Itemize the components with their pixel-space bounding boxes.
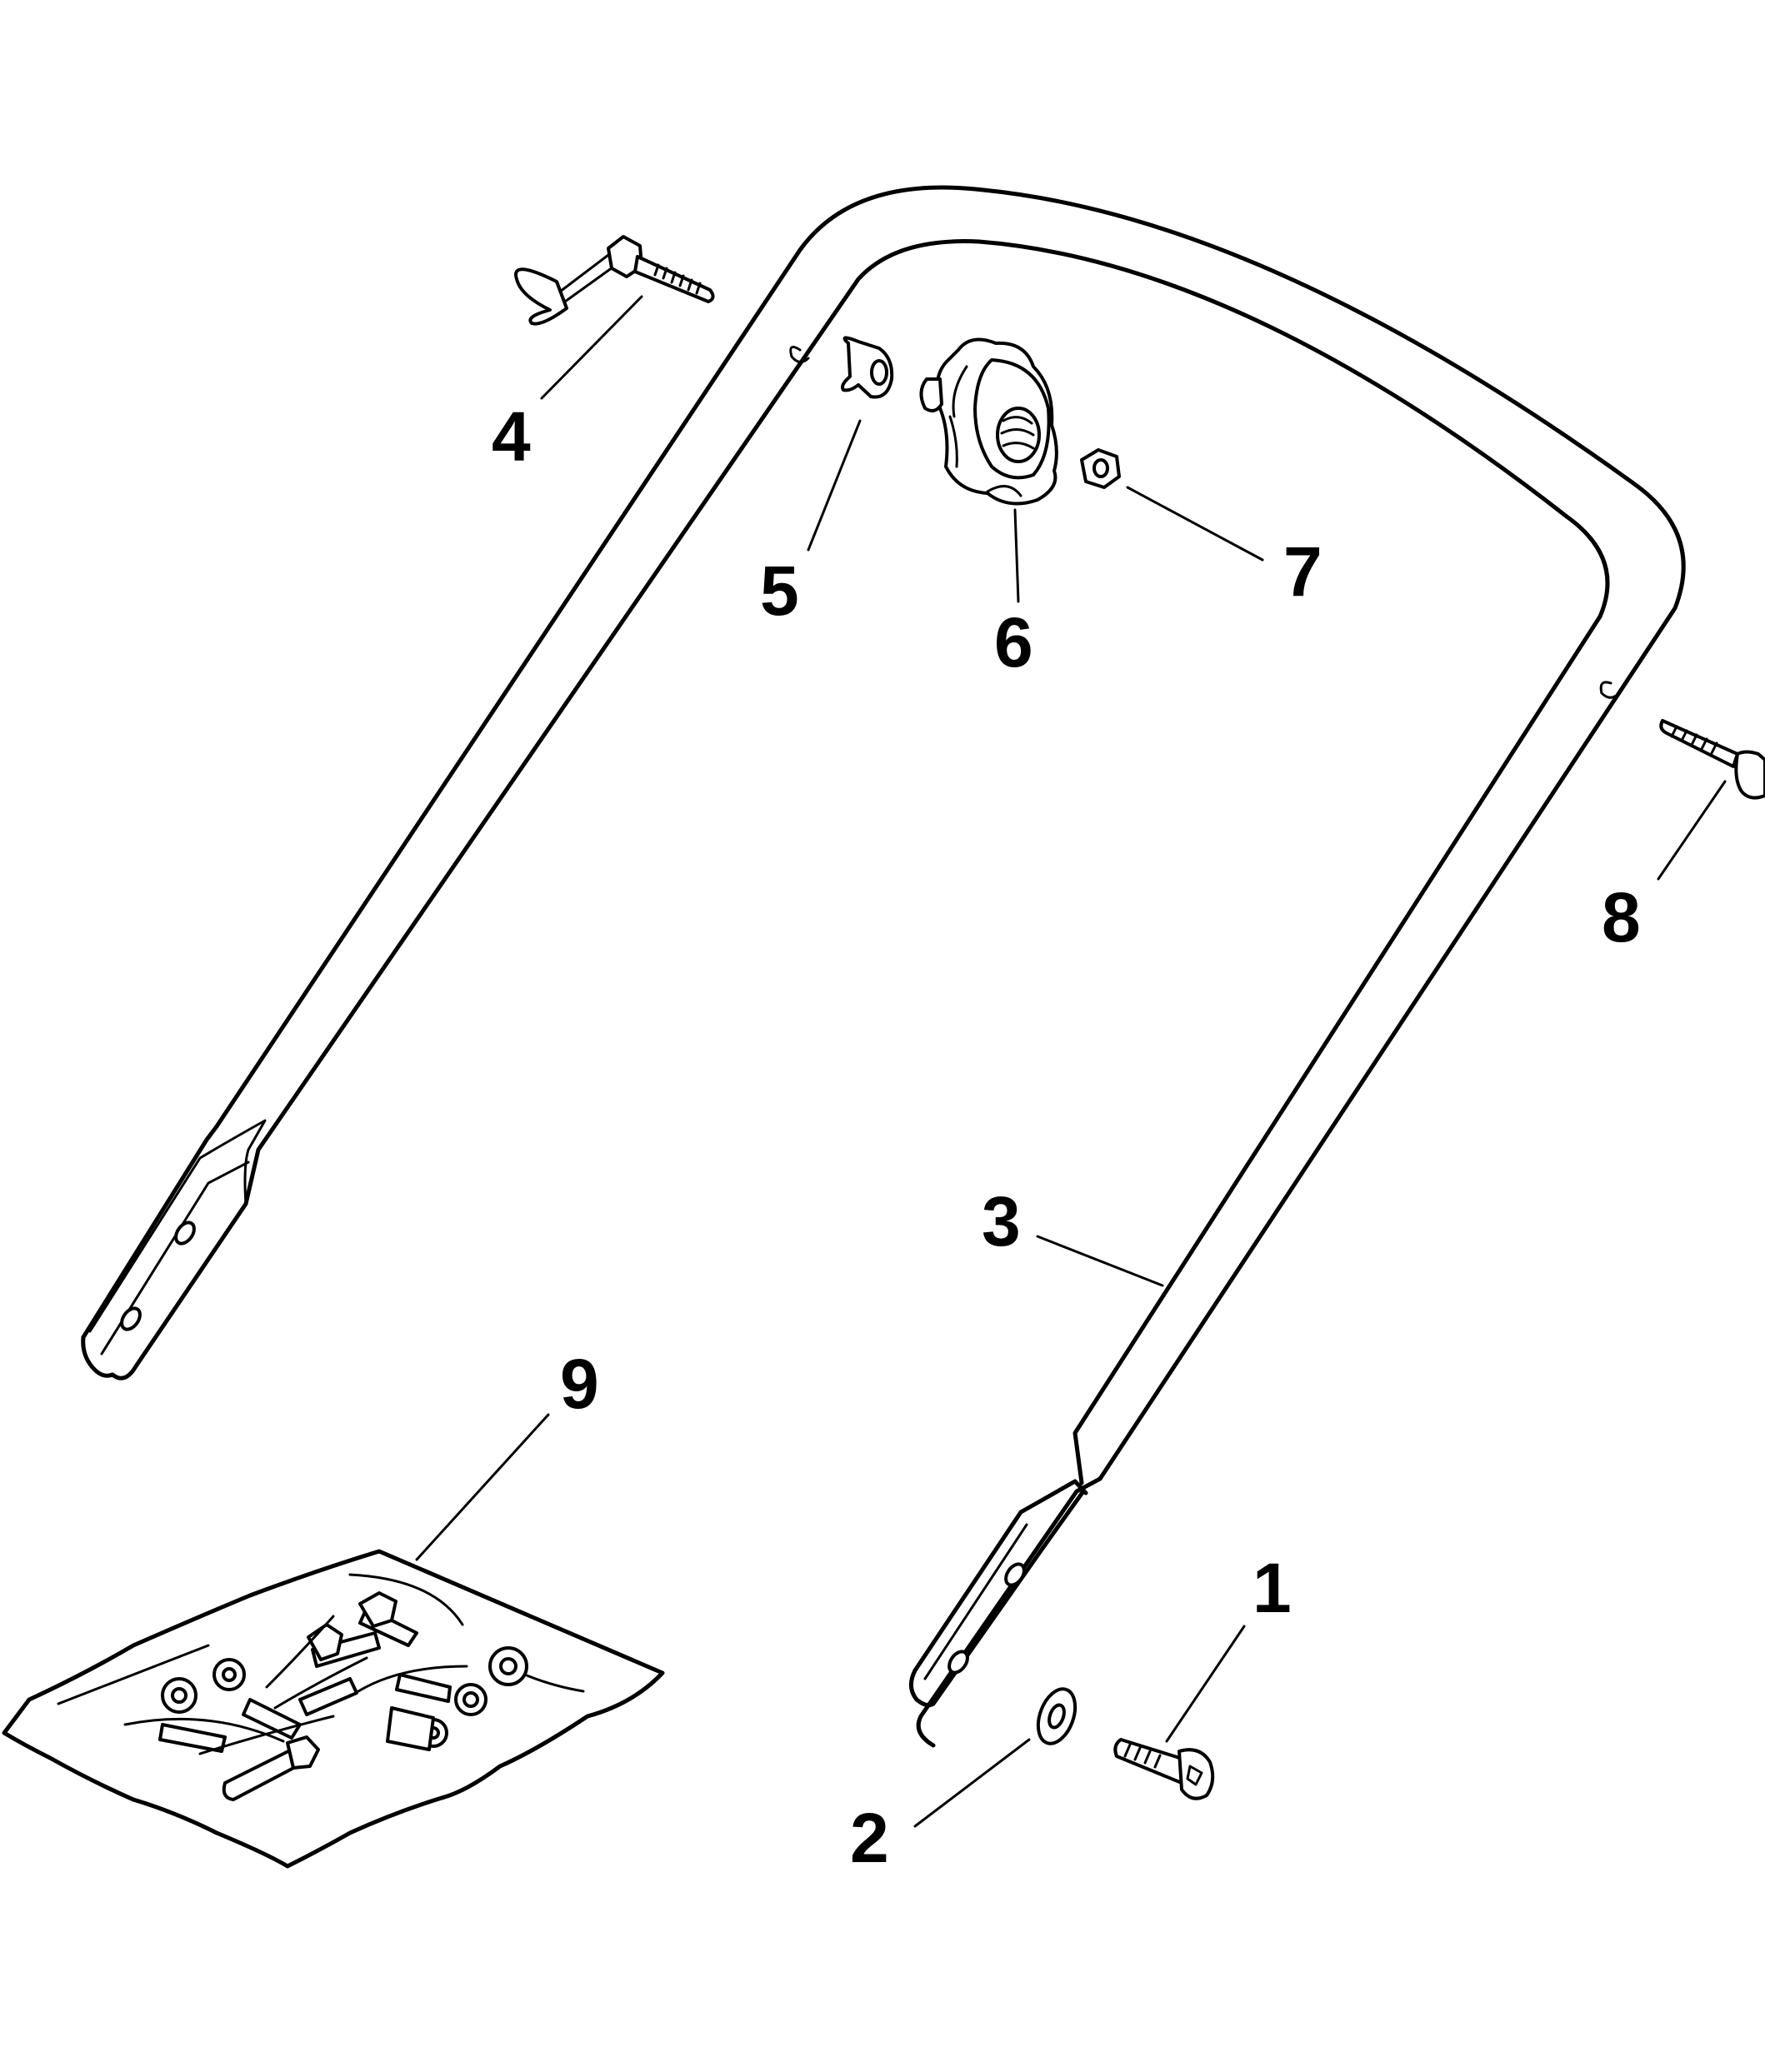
callout-labels: 1 2 3 4 5 6 7 8 9	[492, 397, 1641, 1877]
bag-nut-3-hole	[499, 1657, 518, 1675]
callout-7: 7	[1283, 532, 1322, 611]
bag-nut-1-hole	[171, 1687, 188, 1704]
callout-8: 8	[1602, 878, 1641, 956]
leader-6	[1013, 508, 1020, 603]
washer-part-5[interactable]	[841, 336, 894, 399]
handle-left-flat-edge	[88, 1119, 267, 1333]
bolt-8-thread	[1670, 725, 1718, 755]
bag-bolt-5-head	[358, 1591, 398, 1628]
callout-4: 4	[492, 397, 531, 476]
bag-bolt-4	[158, 1723, 227, 1753]
washer-part-2[interactable]	[1032, 1684, 1082, 1749]
washer-2-hole	[1048, 1703, 1066, 1730]
bag-crease	[57, 1573, 585, 1743]
handle-left-top-hole	[789, 345, 810, 363]
bag-washer-1-hole	[462, 1691, 479, 1708]
screw-part-1[interactable]	[1113, 1738, 1215, 1800]
leader-9	[415, 1413, 550, 1561]
eye-bolt-part-4[interactable]	[514, 235, 715, 326]
handle-inner-contour	[110, 239, 1610, 1485]
eye-bolt-arm	[558, 248, 620, 303]
knob-stub	[919, 377, 943, 413]
handle-right-flat-inner	[923, 1523, 1028, 1680]
bolt-8-shaft	[1659, 719, 1739, 768]
handle-right-top-hole	[1599, 681, 1620, 699]
leader-5	[807, 419, 862, 552]
bag-bolt-8	[386, 1706, 435, 1751]
hardware-bag-part-9[interactable]	[2, 1549, 665, 1869]
handle-part-3[interactable]	[81, 185, 1686, 1748]
handle-left-hole-lower	[120, 1306, 142, 1331]
knob-lobe-lines	[948, 365, 1022, 497]
callout-3: 3	[982, 1182, 1021, 1261]
leader-2	[913, 1738, 1031, 1828]
leader-lines	[415, 295, 1727, 1828]
handle-left-flat-inner	[100, 1161, 250, 1356]
handle-left-end	[81, 1335, 115, 1378]
nut-part-7[interactable]	[1080, 448, 1121, 489]
bag-nut-2-hole	[222, 1667, 237, 1682]
knob-thread-lines	[1000, 416, 1035, 450]
leader-3	[1036, 1235, 1164, 1287]
bag-outline	[2, 1549, 665, 1869]
bag-bolt-1	[222, 1748, 302, 1801]
screw-1-torx	[1186, 1765, 1203, 1786]
callout-9: 9	[560, 1345, 599, 1423]
screw-1-shaft	[1113, 1738, 1187, 1785]
handle-right-foot-outer	[1018, 1479, 1088, 1515]
eye-bolt-thread	[653, 263, 702, 295]
leader-7	[1126, 486, 1264, 562]
bag-contents	[158, 1591, 528, 1801]
leader-1	[1165, 1625, 1246, 1743]
bag-spring-1	[265, 1615, 368, 1710]
bag-bolt-1-head	[286, 1735, 320, 1770]
callout-2: 2	[850, 1799, 889, 1877]
knob-part-6[interactable]	[919, 337, 1058, 506]
bag-bolt-3	[395, 1673, 452, 1703]
bolt-part-8[interactable]	[1659, 719, 1765, 800]
leader-8	[1657, 780, 1727, 881]
handle-right-hole-lower	[948, 1650, 969, 1675]
bolt-8-head	[1734, 750, 1765, 800]
bag-spring-2	[198, 1665, 468, 1755]
handle-right-foot-edge	[909, 1489, 1086, 1708]
handle-outer-contour	[81, 185, 1686, 1748]
handle-right-hole-upper	[1004, 1562, 1026, 1587]
eye-bolt-ring	[514, 267, 568, 326]
callout-6: 6	[994, 603, 1033, 682]
leader-4	[540, 295, 643, 400]
screw-1-head	[1178, 1748, 1215, 1800]
callout-5: 5	[760, 552, 799, 630]
callout-1: 1	[1252, 1549, 1292, 1627]
bag-bolt-6	[298, 1677, 358, 1716]
handle-left-hole-upper	[174, 1221, 196, 1246]
nut-hole	[1092, 458, 1109, 478]
spacer-hole	[870, 359, 888, 386]
screw-1-thread	[1123, 1743, 1162, 1769]
